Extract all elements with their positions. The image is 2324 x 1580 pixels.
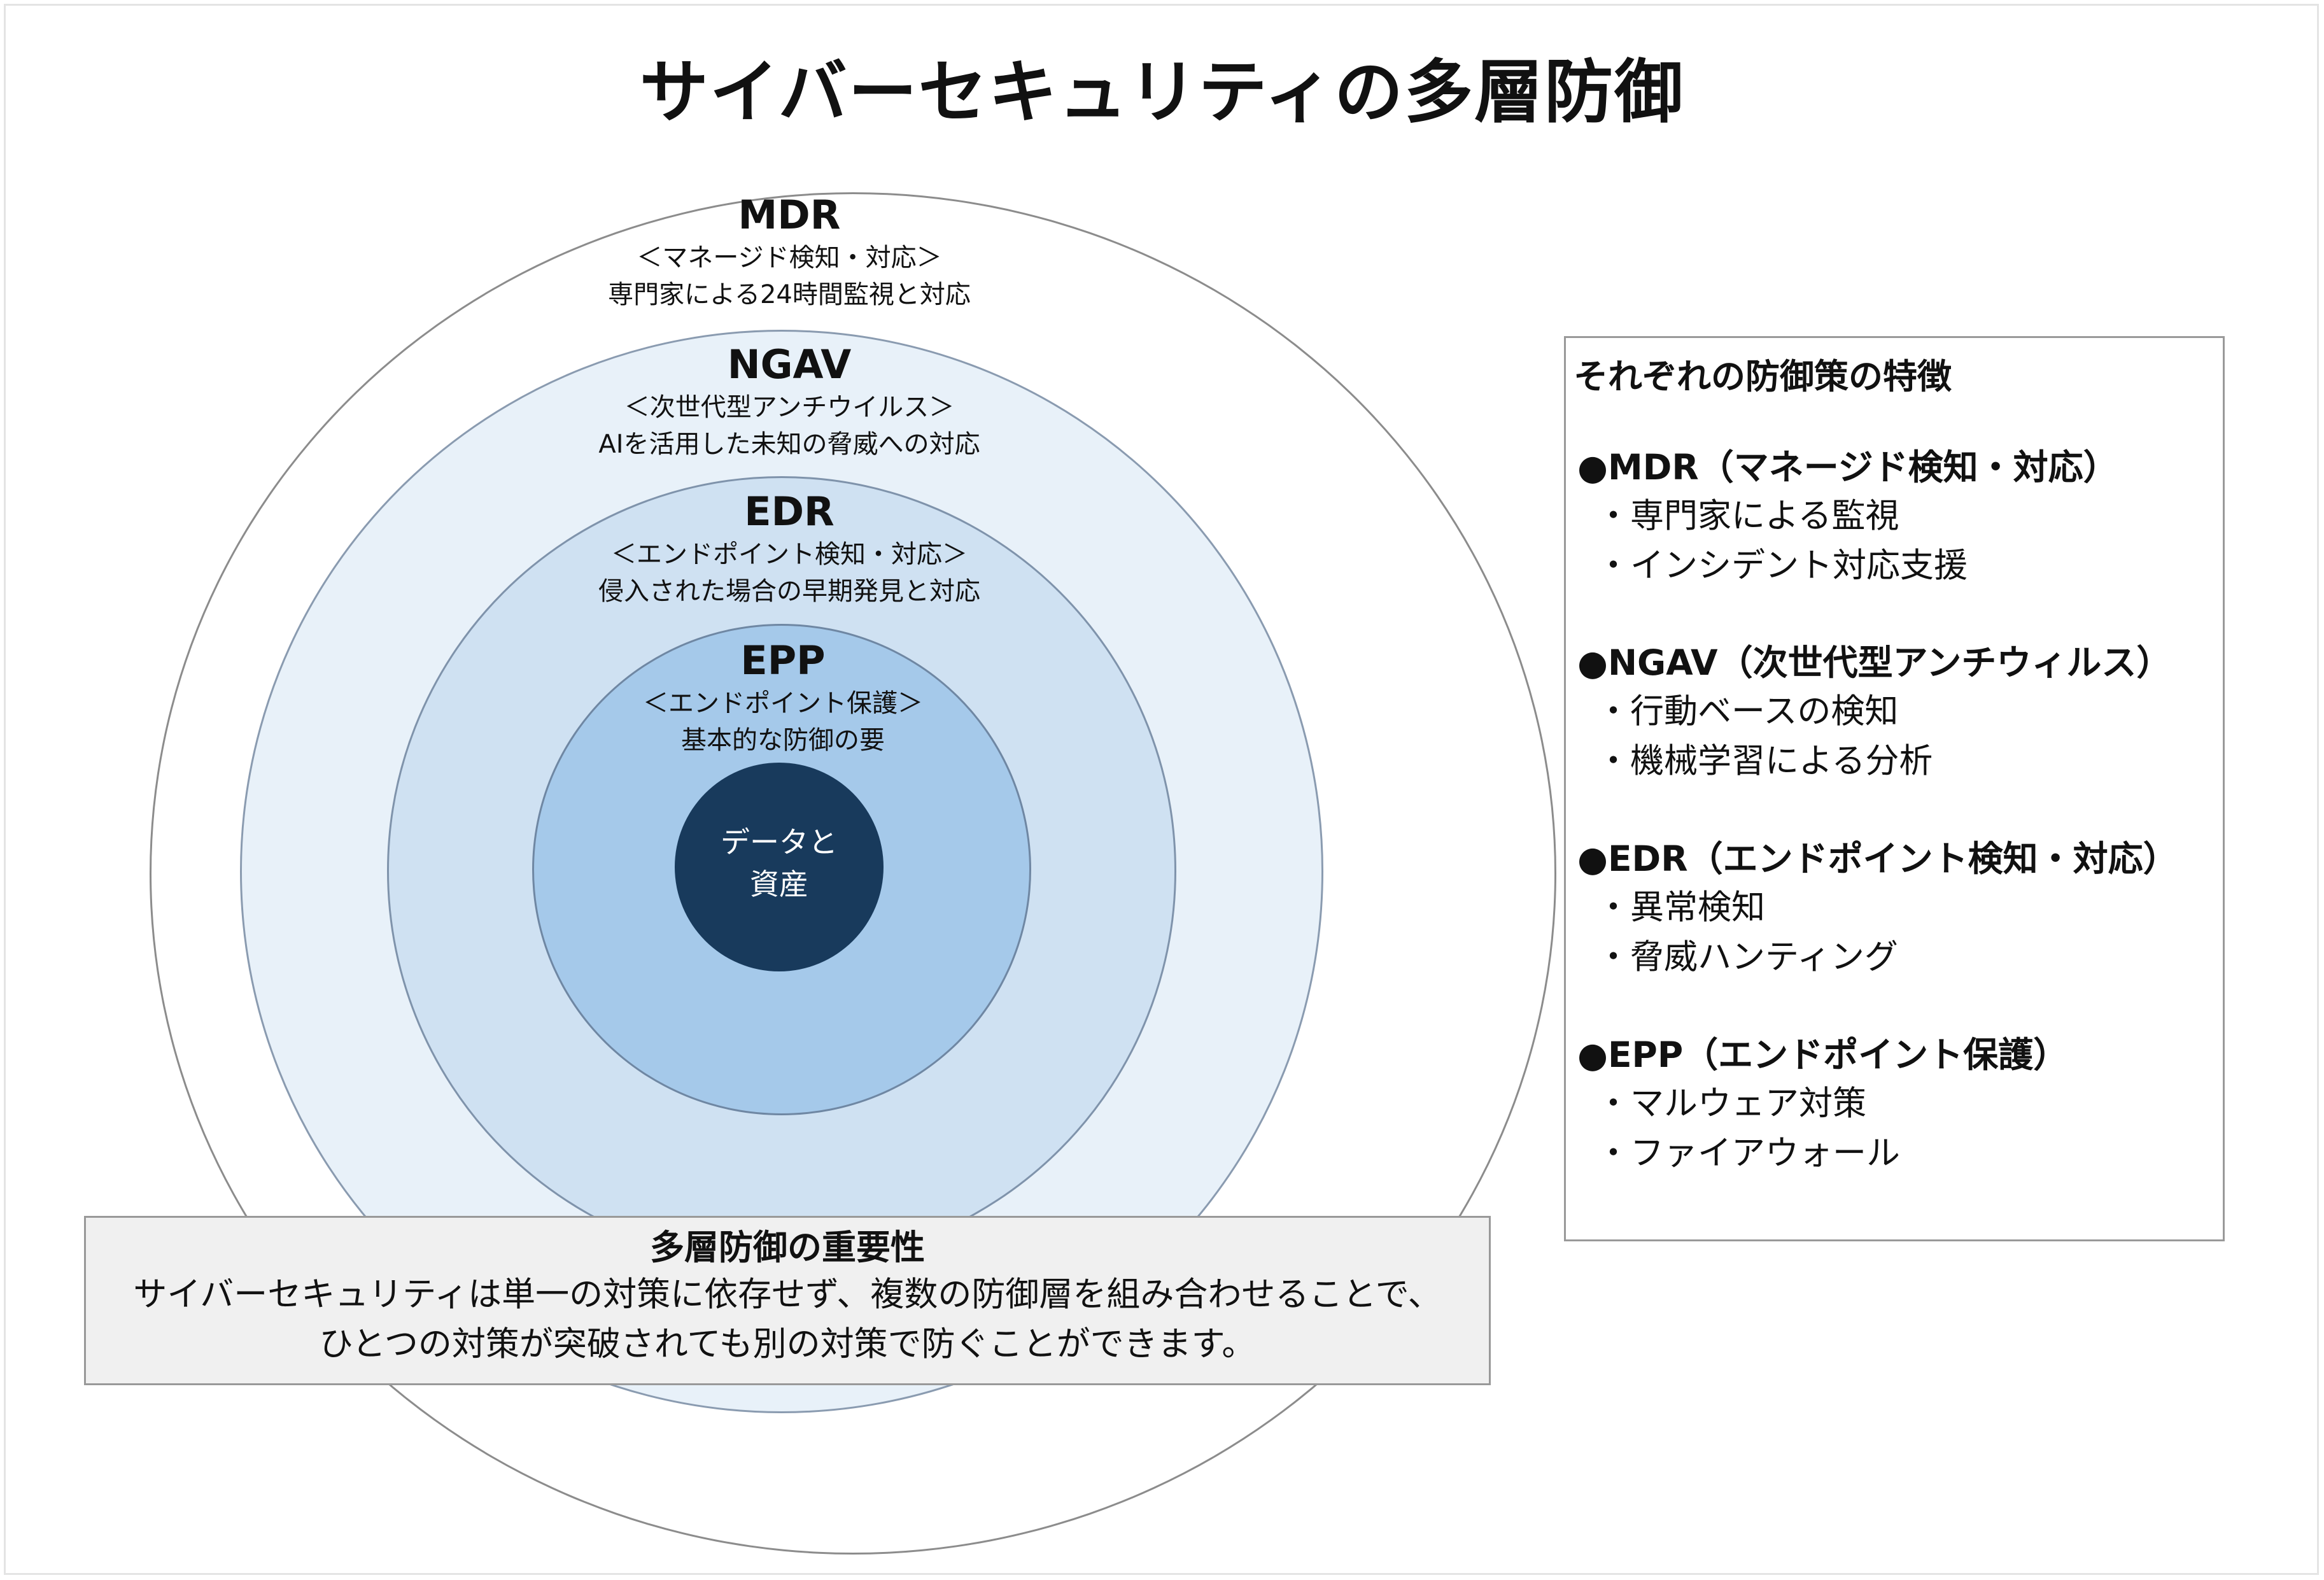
feature-point: ・専門家による監視 (1596, 497, 1899, 535)
ngav-layer-label: NGAV ＜次世代型アンチウイルス＞ AIを活用した未知の脅威への対応 (471, 341, 1108, 463)
edr-layer-label: EDR ＜エンドポイント検知・対応＞ 侵入された場合の早期発見と対応 (471, 488, 1108, 610)
importance-note-box: 多層防御の重要性 サイバーセキュリティは単一の対策に依存せず、複数の防御層を組み… (84, 1216, 1491, 1385)
feature-ngav: ●NGAV（次世代型アンチウィルス） ・行動ベースの検知 ・機械学習による分析 (1577, 638, 2214, 786)
mdr-name: MDR (738, 192, 841, 238)
feature-point: ・ファイアウォール (1596, 1134, 1900, 1173)
epp-layer-label: EPP ＜エンドポイント保護＞ 基本的な防御の要 (503, 637, 1063, 759)
feature-heading: ●EDR（エンドポイント検知・対応） (1577, 838, 2178, 879)
edr-subtitle: ＜エンドポイント検知・対応＞ (611, 540, 968, 569)
core-label-line2: 資産 (750, 867, 808, 901)
feature-point: ・機械学習による分析 (1596, 742, 1933, 780)
features-panel: それぞれの防御策の特徴 ●MDR（マネージド検知・対応） ・専門家による監視 ・… (1564, 336, 2225, 1241)
mdr-description: 専門家による24時間監視と対応 (608, 280, 971, 309)
importance-body: サイバーセキュリティは単一の対策に依存せず、複数の防御層を組み合わせることで、 … (86, 1270, 1489, 1369)
ngav-name: NGAV (727, 341, 852, 388)
epp-name: EPP (740, 637, 826, 684)
feature-mdr: ●MDR（マネージド検知・対応） ・専門家による監視 ・インシデント対応支援 (1577, 443, 2214, 591)
importance-line1: サイバーセキュリティは単一の対策に依存せず、複数の防御層を組み合わせることで、 (133, 1275, 1442, 1314)
page-title: サイバーセキュリティの多層防御 (639, 53, 1685, 132)
epp-subtitle: ＜エンドポイント保護＞ (643, 689, 923, 718)
feature-heading: ●EPP（エンドポイント保護） (1577, 1034, 2069, 1075)
feature-point: ・脅威ハンティング (1596, 938, 1898, 977)
core-label: データと 資産 (675, 821, 884, 905)
feature-point: ・インシデント対応支援 (1596, 546, 1968, 585)
ngav-subtitle: ＜次世代型アンチウイルス＞ (624, 393, 955, 422)
core-assets-circle (675, 763, 884, 971)
edr-name: EDR (744, 488, 835, 535)
feature-epp: ●EPP（エンドポイント保護） ・マルウェア対策 ・ファイアウォール (1577, 1031, 2214, 1178)
feature-point: ・異常検知 (1596, 888, 1765, 927)
importance-title: 多層防御の重要性 (650, 1227, 925, 1267)
feature-edr: ●EDR（エンドポイント検知・対応） ・異常検知 ・脅威ハンティング (1577, 835, 2214, 982)
edr-description: 侵入された場合の早期発見と対応 (598, 577, 980, 606)
epp-description: 基本的な防御の要 (681, 726, 885, 755)
mdr-subtitle: ＜マネージド検知・対応＞ (637, 243, 942, 272)
mdr-layer-label: MDR ＜マネージド検知・対応＞ 専門家による24時間監視と対応 (471, 191, 1108, 313)
feature-point: ・行動ベースの検知 (1596, 692, 1899, 731)
feature-point: ・マルウェア対策 (1596, 1084, 1866, 1123)
features-title: それぞれの防御策の特徴 (1574, 356, 1952, 397)
importance-line2: ひとつの対策が突破されても別の対策で防ぐことができます。 (319, 1325, 1256, 1364)
ngav-description: AIを活用した未知の脅威への対応 (598, 430, 980, 459)
feature-heading: ●NGAV（次世代型アンチウィルス） (1577, 642, 2172, 683)
core-label-line1: データと (721, 825, 838, 859)
feature-heading: ●MDR（マネージド検知・対応） (1577, 447, 2118, 488)
